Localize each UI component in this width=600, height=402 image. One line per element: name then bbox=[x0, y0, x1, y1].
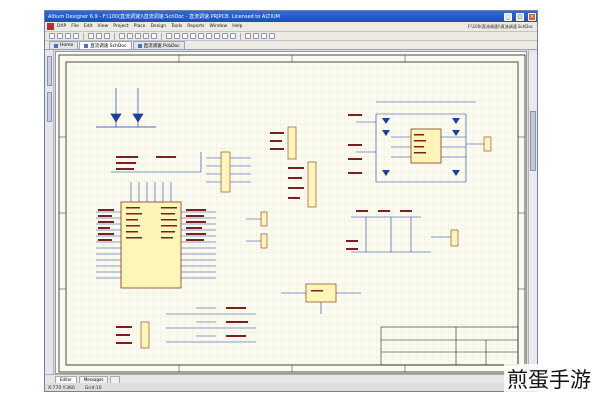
window-title: Altium Designer 6.9 - F:\100(直流调速)\直流调速.… bbox=[48, 14, 280, 20]
libraries-panel-button[interactable] bbox=[46, 92, 52, 122]
small-connector-b[interactable] bbox=[246, 233, 268, 249]
save-icon[interactable] bbox=[65, 33, 71, 39]
connector-right-middle[interactable] bbox=[450, 229, 459, 247]
title-block bbox=[380, 326, 519, 366]
document-tabs: Home 直流调速.SchDoc 直流调速.PcbDoc bbox=[45, 41, 537, 50]
header-connector-1[interactable] bbox=[206, 151, 251, 193]
schematic-doc-icon bbox=[84, 43, 89, 48]
transistor-network[interactable] bbox=[351, 216, 456, 253]
scrollbar-thumb[interactable] bbox=[530, 111, 536, 171]
tab-editor[interactable]: Editor bbox=[55, 376, 77, 383]
header-connector-3[interactable] bbox=[288, 161, 317, 208]
bottom-tabs: Editor Messages bbox=[45, 374, 537, 383]
small-connector-a[interactable] bbox=[246, 211, 268, 227]
menu-bar: DXP File Edit View Project Place Design … bbox=[45, 22, 537, 32]
wire-icon[interactable] bbox=[166, 33, 172, 39]
open-icon[interactable] bbox=[57, 33, 63, 39]
maximize-button[interactable]: □ bbox=[516, 12, 524, 21]
net-labels-right-middle bbox=[346, 210, 412, 250]
side-panel-strip bbox=[45, 50, 54, 374]
header-connector-2[interactable] bbox=[270, 126, 297, 160]
net-labels-bottom bbox=[226, 307, 248, 337]
zone-ticks bbox=[59, 55, 525, 372]
menu-place[interactable]: Place bbox=[133, 24, 146, 29]
ground-icon[interactable] bbox=[198, 33, 204, 39]
led-group[interactable] bbox=[96, 88, 156, 128]
projects-panel-button[interactable] bbox=[46, 56, 52, 86]
toolbar-separator bbox=[114, 32, 115, 40]
pcb-doc-icon bbox=[137, 43, 142, 48]
switch-array[interactable] bbox=[166, 307, 256, 343]
toolbar-separator bbox=[83, 32, 84, 40]
title-bar: Altium Designer 6.9 - F:\100(直流调速)\直流调速.… bbox=[45, 11, 537, 22]
status-coords: X:770 Y:360 bbox=[48, 385, 75, 391]
toolbar-separator bbox=[161, 32, 162, 40]
tab-home[interactable]: Home bbox=[49, 41, 79, 49]
home-icon bbox=[54, 43, 58, 48]
minimize-button[interactable]: _ bbox=[504, 12, 512, 21]
menu-reports[interactable]: Reports bbox=[187, 24, 205, 29]
zoom-fit-icon[interactable] bbox=[104, 33, 110, 39]
net-label-icon[interactable] bbox=[182, 33, 188, 39]
redo-icon[interactable] bbox=[151, 33, 157, 39]
menu-window[interactable]: Window bbox=[209, 24, 228, 29]
menu-view[interactable]: View bbox=[97, 24, 109, 29]
toolbar-separator bbox=[240, 32, 241, 40]
bus-icon[interactable] bbox=[174, 33, 180, 39]
menu-design[interactable]: Design bbox=[150, 24, 167, 29]
part-icon[interactable] bbox=[206, 33, 212, 39]
tab-extra[interactable] bbox=[110, 376, 121, 383]
new-icon[interactable] bbox=[49, 33, 55, 39]
status-grid: Grid:10 bbox=[84, 385, 102, 391]
app-logo-icon bbox=[47, 23, 54, 30]
paste-icon[interactable] bbox=[135, 33, 141, 39]
undo-icon[interactable] bbox=[143, 33, 149, 39]
connector-bottom-left[interactable] bbox=[116, 321, 150, 349]
tab-pcb[interactable]: 直流调速.PcbDoc bbox=[132, 41, 185, 49]
menu-project[interactable]: Project bbox=[113, 24, 129, 29]
zoom-out-icon[interactable] bbox=[96, 33, 102, 39]
menu-help[interactable]: Help bbox=[232, 24, 243, 29]
resistor-labels-right bbox=[348, 114, 362, 174]
sheet-symbol-icon[interactable] bbox=[214, 33, 220, 39]
copy-icon[interactable] bbox=[127, 33, 133, 39]
watermark-text: 煎蛋手游 bbox=[504, 364, 594, 394]
menu-file[interactable]: File bbox=[71, 24, 79, 29]
app-window: Altium Designer 6.9 - F:\100(直流调速)\直流调速.… bbox=[44, 10, 538, 392]
power-port-icon[interactable] bbox=[190, 33, 196, 39]
vertical-scrollbar[interactable] bbox=[528, 51, 537, 374]
schematic-canvas[interactable] bbox=[55, 51, 527, 374]
tab-schematic[interactable]: 直流调速.SchDoc bbox=[79, 41, 132, 49]
text-icon[interactable] bbox=[253, 33, 259, 39]
menu-dxp[interactable]: DXP bbox=[57, 24, 67, 29]
arc-icon[interactable] bbox=[269, 33, 275, 39]
schematic-sheet[interactable] bbox=[56, 52, 528, 375]
document-path: F:\100(直流调速)\直流调速.SchDoc bbox=[467, 23, 533, 29]
data-bus-labels[interactable] bbox=[116, 156, 176, 170]
print-icon[interactable] bbox=[73, 33, 79, 39]
toolbar bbox=[45, 32, 537, 41]
menu-tools[interactable]: Tools bbox=[171, 24, 183, 29]
rectangle-icon[interactable] bbox=[261, 33, 267, 39]
microcontroller-chip[interactable] bbox=[96, 152, 216, 289]
no-erc-icon[interactable] bbox=[230, 33, 236, 39]
tab-messages[interactable]: Messages bbox=[78, 376, 109, 383]
line-icon[interactable] bbox=[245, 33, 251, 39]
port-icon[interactable] bbox=[222, 33, 228, 39]
status-bar: X:770 Y:360 Grid:10 bbox=[45, 383, 537, 391]
cut-icon[interactable] bbox=[119, 33, 125, 39]
motor-driver-ic[interactable] bbox=[356, 101, 492, 183]
voltage-regulator[interactable] bbox=[281, 283, 361, 314]
zoom-in-icon[interactable] bbox=[88, 33, 94, 39]
close-button[interactable]: × bbox=[528, 12, 536, 21]
menu-edit[interactable]: Edit bbox=[83, 24, 93, 29]
